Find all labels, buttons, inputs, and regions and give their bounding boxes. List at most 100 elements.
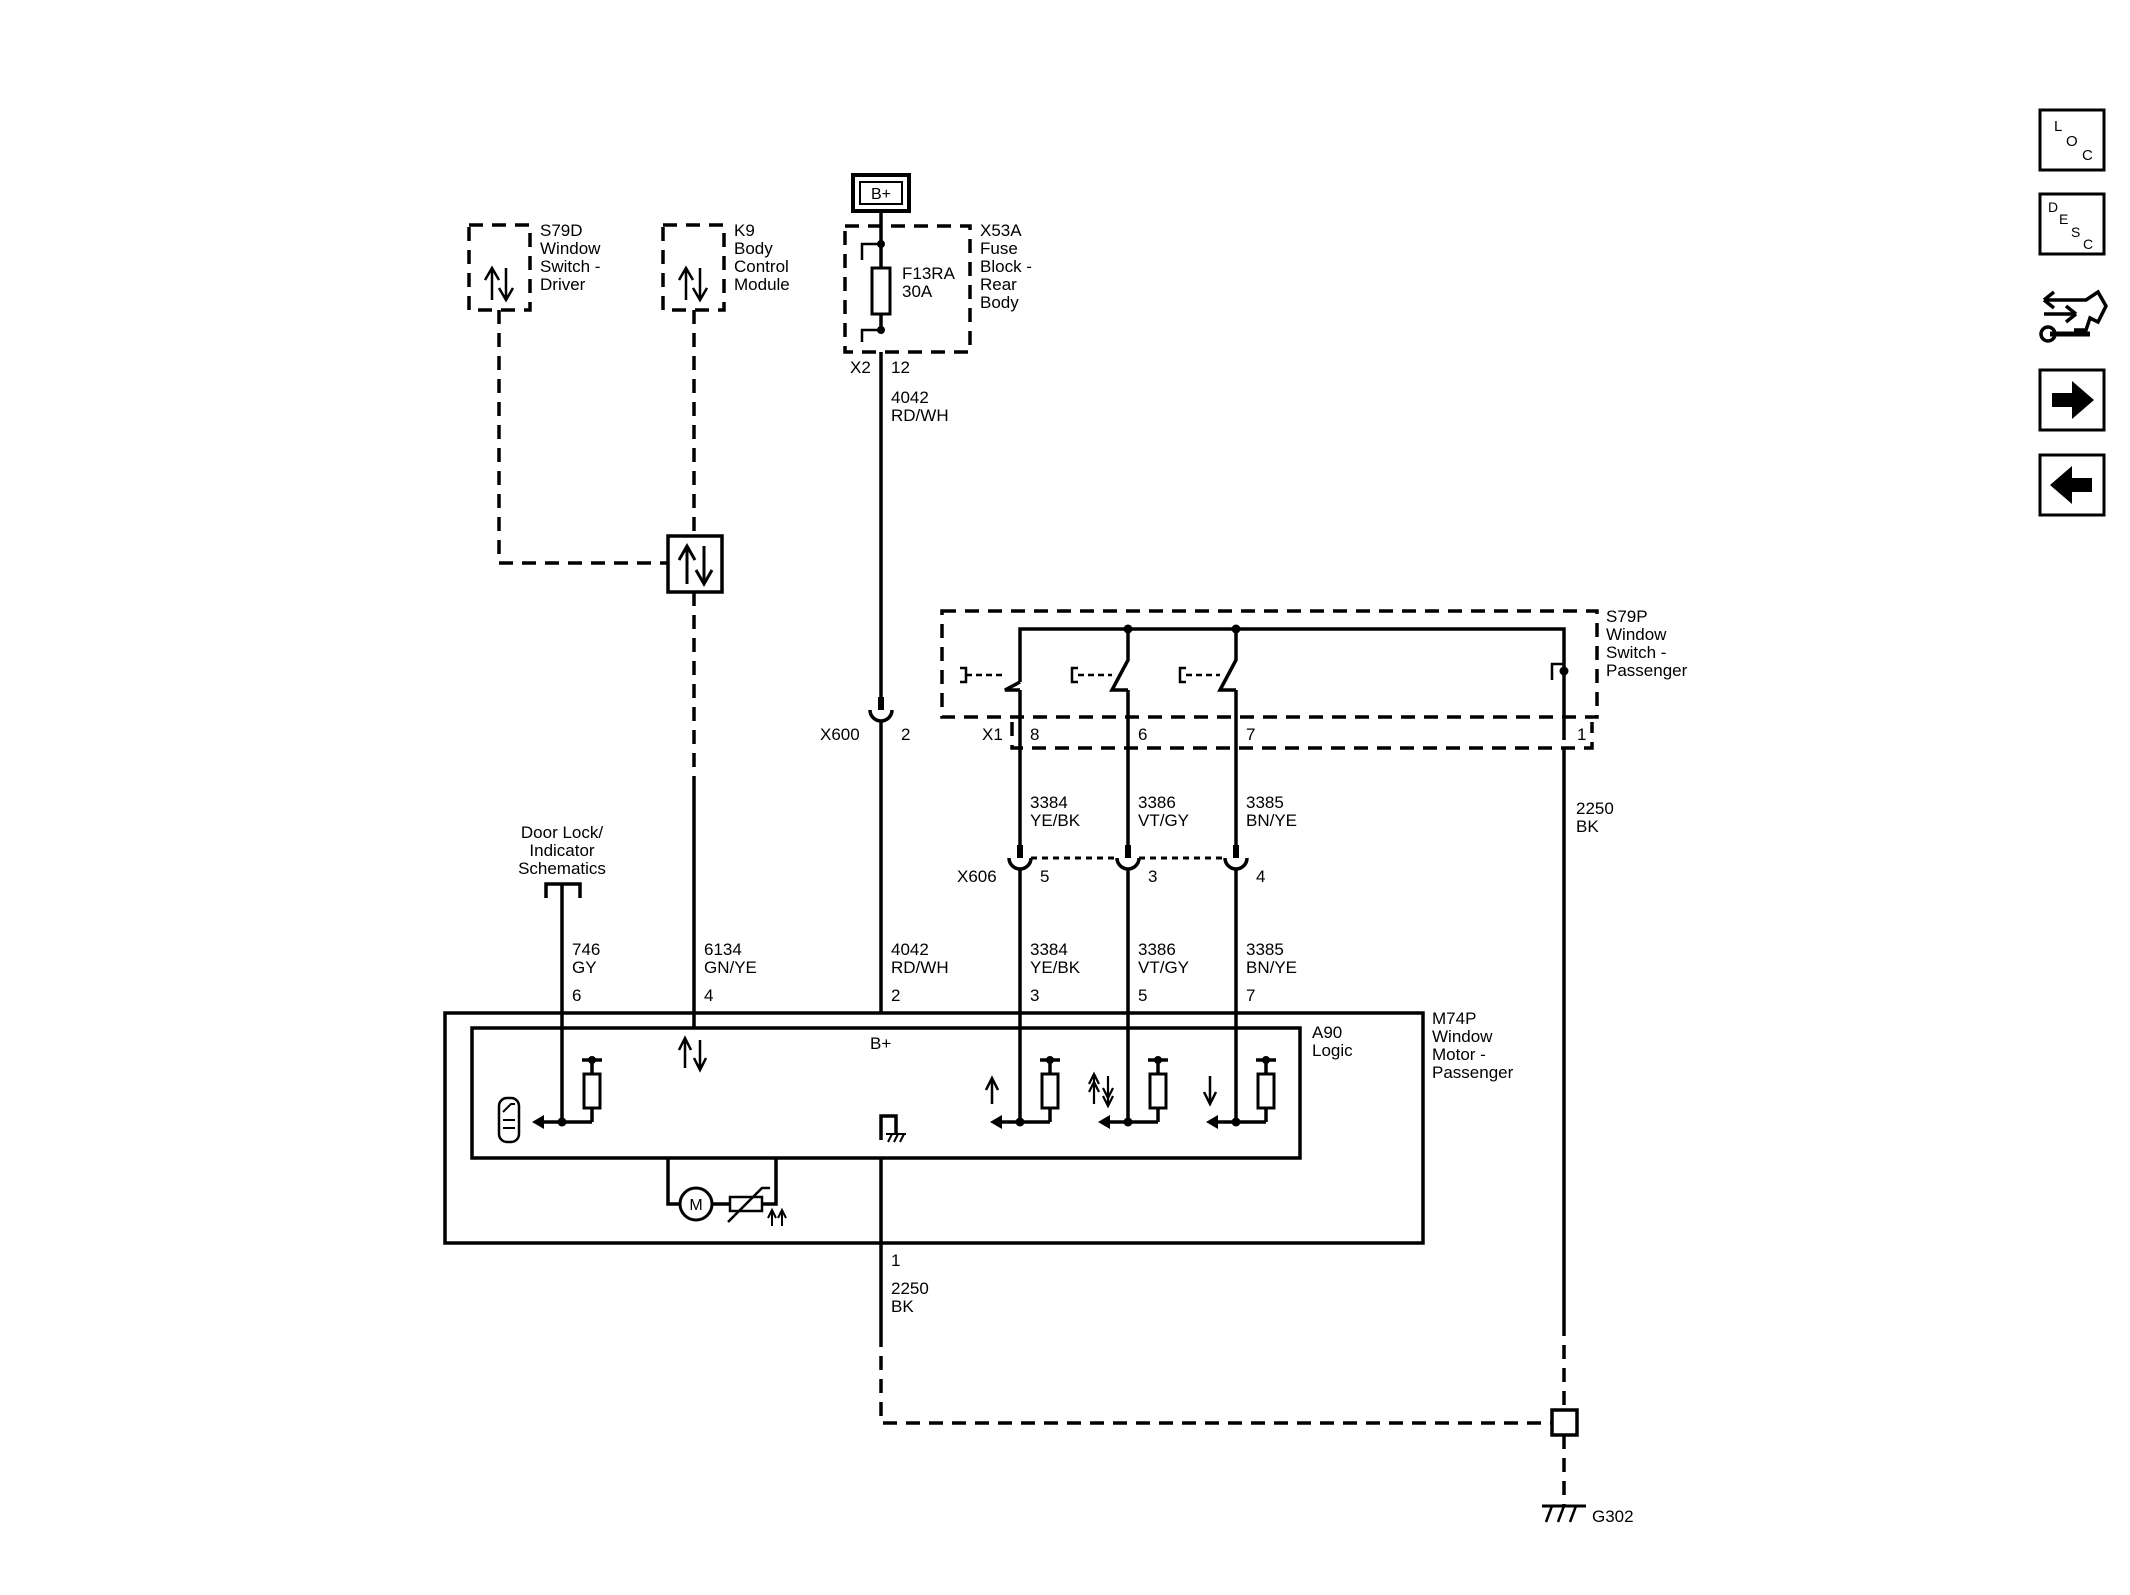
svg-text:VT/GY: VT/GY xyxy=(1138,811,1189,830)
k9-body-control-module-outline xyxy=(661,223,726,312)
next-page-button[interactable] xyxy=(2038,368,2106,432)
m74p-label: M74P Window Motor - Passenger xyxy=(1432,1009,1514,1082)
loc-letter-l: L xyxy=(2054,118,2062,135)
m74p-pin-3-label: 3 xyxy=(1030,986,1039,1005)
switch-contact-up xyxy=(960,666,1021,692)
wire-4042-lower-label: 4042 RD/WH xyxy=(891,940,949,977)
door-lock-schematics-reference[interactable]: Door Lock/ Indicator Schematics xyxy=(518,823,606,878)
s79d-window-switch-driver-outline xyxy=(467,223,532,312)
wire-6134-label: 6134 GN/YE xyxy=(704,940,757,977)
s79d-label: S79D Window Switch - Driver xyxy=(540,221,601,294)
svg-text:A90: A90 xyxy=(1312,1023,1342,1042)
m74p-pin-2-label: 2 xyxy=(891,986,900,1005)
svg-text:Rear: Rear xyxy=(980,275,1017,294)
svg-text:3384: 3384 xyxy=(1030,793,1068,812)
x606-connector-label: X606 xyxy=(957,867,997,886)
x2-pin-label: 12 xyxy=(891,358,910,377)
x606-pin-3-label: 3 xyxy=(1148,867,1157,886)
svg-text:Schematics: Schematics xyxy=(518,859,606,878)
express-up-down-arrows-icon xyxy=(1088,1071,1114,1109)
svg-text:Passenger: Passenger xyxy=(1432,1063,1514,1082)
svg-text:YE/BK: YE/BK xyxy=(1030,811,1081,830)
x606-connector-symbol xyxy=(1007,845,1249,871)
arrow-right-icon xyxy=(2052,381,2094,419)
svg-text:Fuse: Fuse xyxy=(980,239,1018,258)
x1-pin-7-label: 7 xyxy=(1246,725,1255,744)
down-arrow-icon xyxy=(1202,1076,1218,1107)
loc-letter-o: O xyxy=(2066,133,2078,150)
b-plus-label: B+ xyxy=(871,186,891,203)
g302-ground-label: G302 xyxy=(1592,1507,1634,1526)
internal-ground-icon xyxy=(879,1114,906,1143)
b-plus-internal-label: B+ xyxy=(870,1034,891,1053)
x606-pin-5-label: 5 xyxy=(1040,867,1049,886)
battery-positive-source: B+ xyxy=(851,173,911,213)
m74p-pin-6-label: 6 xyxy=(572,986,581,1005)
s79d-serial-data-line xyxy=(497,310,668,565)
wire-3385-upper-label: 3385 BN/YE xyxy=(1246,793,1297,830)
svg-text:BK: BK xyxy=(891,1297,914,1316)
wire-746-label: 746 GY xyxy=(572,940,600,977)
wire-3386-lower-label: 3386 VT/GY xyxy=(1138,940,1189,977)
svg-text:Window: Window xyxy=(540,239,601,258)
svg-text:GY: GY xyxy=(572,958,597,977)
svg-text:3384: 3384 xyxy=(1030,940,1068,959)
ground-return-path xyxy=(879,1333,1552,1425)
svg-text:RD/WH: RD/WH xyxy=(891,958,949,977)
svg-text:M74P: M74P xyxy=(1432,1009,1476,1028)
a90-logic-outline xyxy=(470,1026,1302,1160)
x600-connector-symbol xyxy=(868,709,894,723)
svg-text:3386: 3386 xyxy=(1138,940,1176,959)
m74p-pin-4-label: 4 xyxy=(704,986,713,1005)
express-input-circuit xyxy=(1098,1056,1168,1129)
x600-pin-label: 2 xyxy=(901,725,910,744)
svg-text:S79P: S79P xyxy=(1606,607,1648,626)
svg-text:RD/WH: RD/WH xyxy=(891,406,949,425)
s79p-label: S79P Window Switch - Passenger xyxy=(1606,607,1688,680)
up-down-arrows-icon xyxy=(483,265,515,303)
desc-letter-c: C xyxy=(2083,236,2093,252)
desc-button[interactable]: D E S C xyxy=(2038,192,2106,256)
loc-button[interactable]: L O C xyxy=(2038,108,2106,172)
svg-text:Body: Body xyxy=(980,293,1019,312)
serial-data-splice-box xyxy=(666,534,724,594)
ground-splice-box xyxy=(1550,1408,1579,1437)
door-lock-icon xyxy=(497,1096,521,1144)
motor-circuit: M xyxy=(666,1158,787,1226)
svg-text:30A: 30A xyxy=(902,282,933,301)
x1-pin-8-label: 8 xyxy=(1030,725,1039,744)
switch-contact-down xyxy=(1178,629,1238,692)
svg-text:Body: Body xyxy=(734,239,773,258)
a90-label: A90 Logic xyxy=(1312,1023,1353,1060)
svg-text:BK: BK xyxy=(1576,817,1599,836)
svg-text:Door Lock/: Door Lock/ xyxy=(521,823,603,842)
x600-connector-label: X600 xyxy=(820,725,860,744)
x2-connector-label: X2 xyxy=(850,358,871,377)
wire-3385-lower-label: 3385 BN/YE xyxy=(1246,940,1297,977)
s79p-window-switch-passenger-outline xyxy=(940,609,1599,719)
svg-text:6134: 6134 xyxy=(704,940,742,959)
svg-text:S79D: S79D xyxy=(540,221,583,240)
svg-text:4042: 4042 xyxy=(891,388,929,407)
x1-pin-1-label: 1 xyxy=(1577,725,1586,744)
wire-2250-right-label: 2250 BK xyxy=(1576,799,1614,836)
svg-text:Window: Window xyxy=(1606,625,1667,644)
connector-wrench-icon[interactable] xyxy=(2039,289,2108,343)
svg-text:Switch -: Switch - xyxy=(1606,643,1666,662)
up-arrow-icon xyxy=(984,1075,1000,1104)
k9-label: K9 Body Control Module xyxy=(734,221,790,294)
switch-contact-express xyxy=(1070,629,1130,692)
desc-letter-s: S xyxy=(2071,224,2080,240)
wire-3384-upper-label: 3384 YE/BK xyxy=(1030,793,1081,830)
svg-text:Module: Module xyxy=(734,275,790,294)
up-down-arrows-icon xyxy=(677,542,714,588)
previous-page-button[interactable] xyxy=(2038,453,2106,517)
m74p-pin-7-label: 7 xyxy=(1246,986,1255,1005)
svg-text:2250: 2250 xyxy=(1576,799,1614,818)
svg-text:3385: 3385 xyxy=(1246,940,1284,959)
svg-text:Passenger: Passenger xyxy=(1606,661,1688,680)
x53a-label: X53A Fuse Block - Rear Body xyxy=(980,221,1032,312)
loc-letter-c: C xyxy=(2082,147,2093,164)
svg-text:4042: 4042 xyxy=(891,940,929,959)
